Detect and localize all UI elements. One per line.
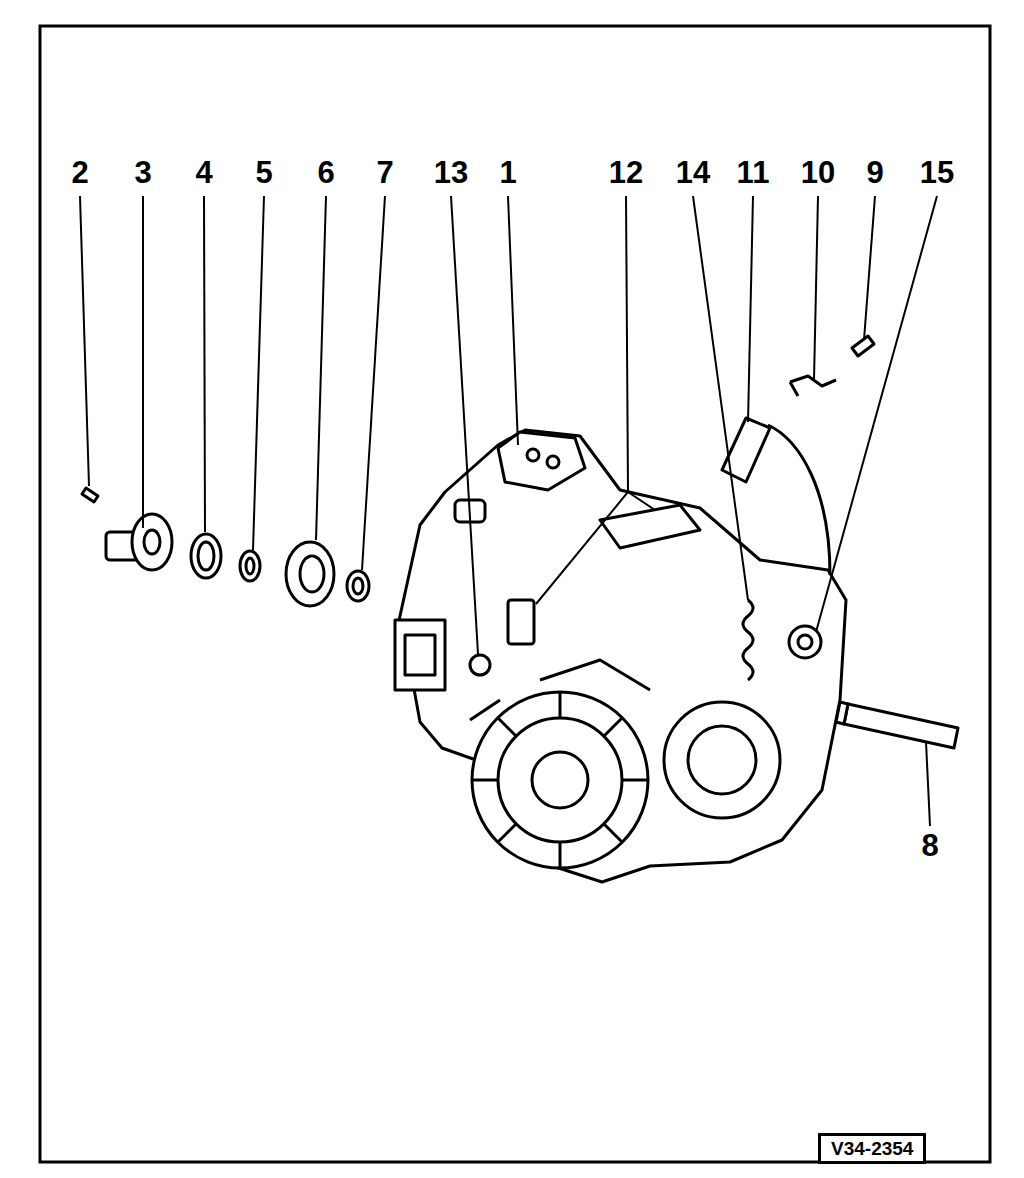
callout-number: 8 xyxy=(921,830,938,861)
callout-number: 10 xyxy=(801,157,835,188)
callout-number: 13 xyxy=(434,157,468,188)
gearbox-housing xyxy=(395,430,846,882)
callout-number: 7 xyxy=(376,157,393,188)
callout-number: 6 xyxy=(317,157,334,188)
frame xyxy=(40,26,990,1162)
callout-number: 4 xyxy=(195,157,212,188)
figure-number: V34-2354 xyxy=(831,1139,913,1158)
callout-number: 9 xyxy=(866,157,883,188)
callout-number: 11 xyxy=(737,157,770,188)
callout-number: 1 xyxy=(499,157,516,188)
callout-number: 2 xyxy=(71,157,88,188)
callout-number: 14 xyxy=(676,157,710,188)
callout-number: 5 xyxy=(255,157,272,188)
figure-number-box: V34-2354 xyxy=(818,1133,926,1164)
leader-lines xyxy=(80,196,937,826)
callout-number: 3 xyxy=(134,157,151,188)
callout-number: 15 xyxy=(920,157,954,188)
callout-number: 12 xyxy=(609,157,643,188)
separate-parts xyxy=(82,336,958,748)
